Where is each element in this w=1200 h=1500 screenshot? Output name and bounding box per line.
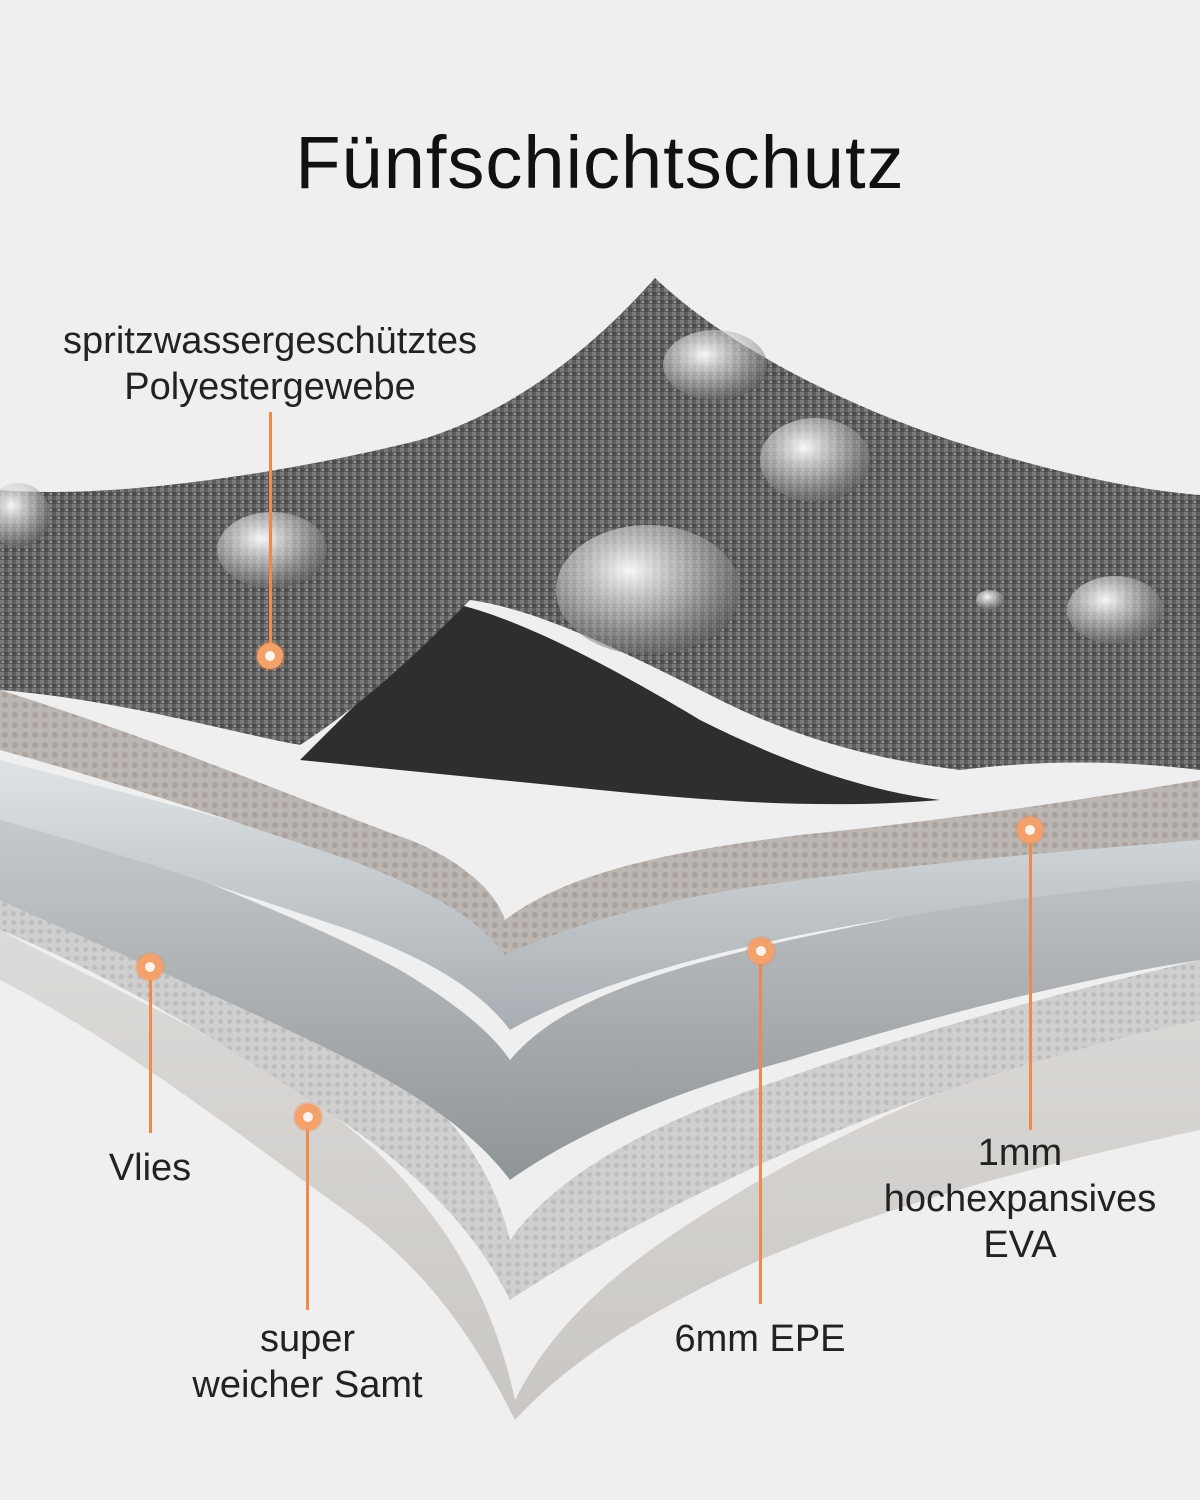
eva-layer bbox=[0, 760, 1200, 1030]
water-drop bbox=[760, 418, 870, 502]
epe-label: 6mm EPE bbox=[674, 1318, 846, 1360]
polyester-marker bbox=[257, 643, 283, 669]
vlies-marker bbox=[137, 954, 163, 980]
polyester-label: spritzwassergeschütztes Polyestergewebe bbox=[20, 318, 520, 410]
water-drop bbox=[1067, 576, 1163, 644]
samt-marker bbox=[295, 1104, 321, 1130]
samt-label-line-2: weicher Samt bbox=[192, 1364, 423, 1406]
epe-layer bbox=[0, 800, 1200, 1180]
vlies-label: Vlies bbox=[108, 1147, 192, 1189]
eva-callout-line bbox=[1029, 830, 1032, 1130]
vlies-layer bbox=[0, 870, 1200, 1300]
samt-label-line-1: super bbox=[259, 1318, 356, 1360]
eva-marker bbox=[1017, 817, 1043, 843]
water-drop bbox=[556, 525, 740, 655]
polyester-label-line-2: Polyestergewebe bbox=[124, 366, 416, 408]
samt-label: super weicher Samt bbox=[160, 1316, 455, 1408]
mesh-layer bbox=[0, 690, 1200, 955]
samt-callout-line bbox=[306, 1118, 309, 1310]
water-drop bbox=[663, 330, 767, 400]
page-title: Fünfschichtschutz bbox=[295, 121, 905, 204]
eva-label-line-1: 1mm bbox=[977, 1132, 1063, 1174]
eva-label-line-3: EVA bbox=[983, 1224, 1057, 1266]
water-drop bbox=[217, 512, 327, 588]
water-drop bbox=[976, 590, 1004, 610]
polyester-label-line-1: spritzwassergeschütztes bbox=[63, 320, 477, 362]
dark-fold bbox=[300, 605, 940, 805]
polyester-callout-line bbox=[269, 412, 272, 655]
vlies-callout-line bbox=[149, 968, 152, 1133]
eva-label: 1mm hochexpansives EVA bbox=[850, 1130, 1190, 1268]
polyester-layer bbox=[0, 278, 1200, 770]
water-drop bbox=[0, 483, 50, 547]
epe-marker bbox=[748, 938, 774, 964]
velvet-layer bbox=[0, 930, 1200, 1420]
eva-label-line-2: hochexpansives bbox=[883, 1178, 1157, 1220]
epe-callout-line bbox=[759, 952, 762, 1304]
